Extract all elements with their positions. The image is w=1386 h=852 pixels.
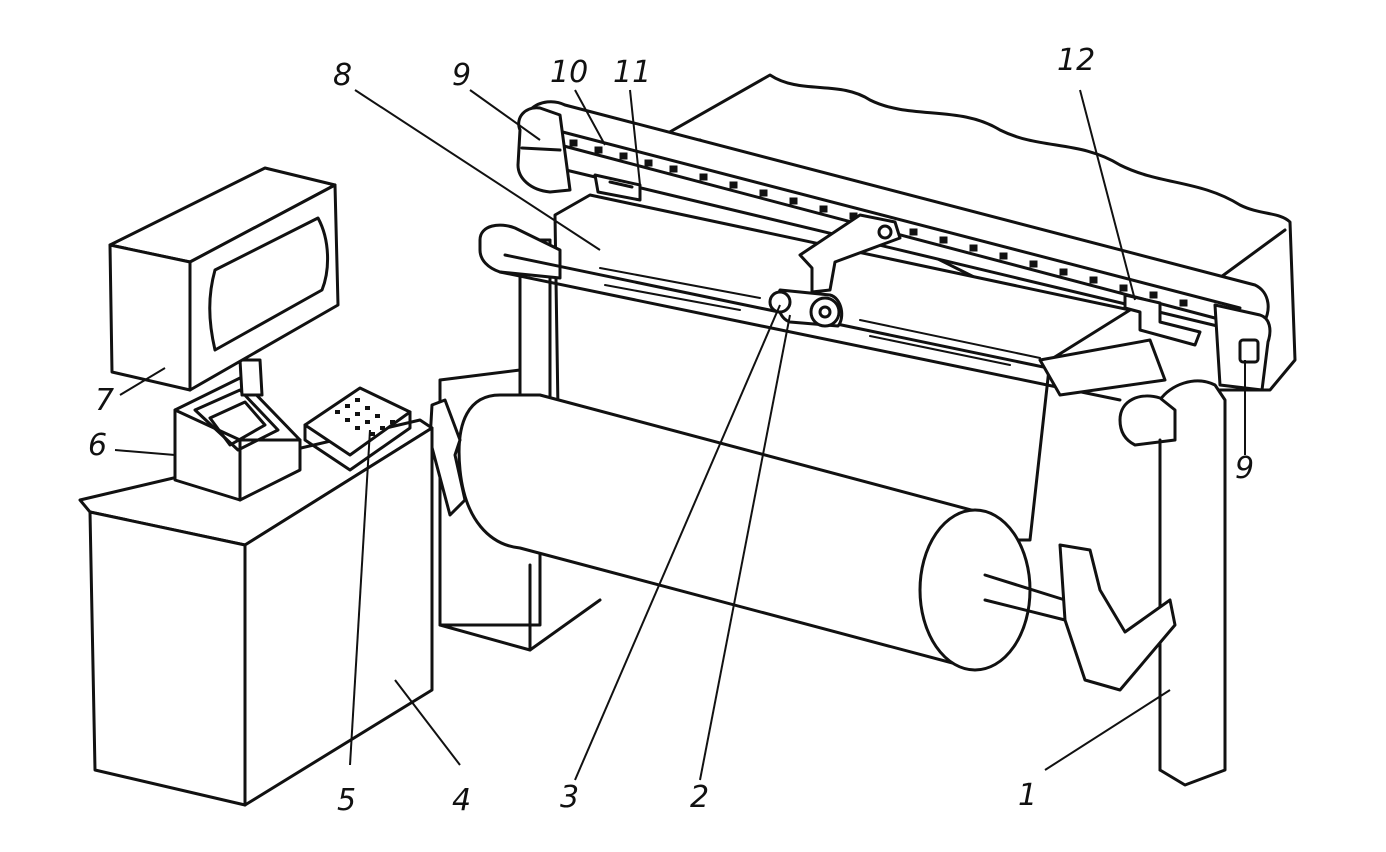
callout-6: 6 <box>88 428 107 463</box>
left-pulley <box>516 106 572 194</box>
drive-belt <box>569 139 1188 307</box>
callout-12: 12 <box>1057 43 1095 78</box>
right-stand <box>1038 338 1227 787</box>
left-sensor <box>593 173 642 202</box>
monitor <box>108 166 340 397</box>
callout-3: 3 <box>560 780 579 815</box>
callout-1: 1 <box>1018 778 1037 813</box>
callouts: 1 2 3 4 5 6 7 8 9 9 10 11 12 <box>88 43 1254 818</box>
right-sensor <box>1123 293 1202 347</box>
cutting-head <box>768 213 902 328</box>
printer <box>173 376 302 502</box>
callout-4: 4 <box>452 783 471 818</box>
callout-5: 5 <box>337 783 356 818</box>
keyboard <box>303 386 412 472</box>
callout-7: 7 <box>95 383 114 418</box>
callout-10: 10 <box>550 55 588 90</box>
leader-lines <box>114 89 1246 781</box>
callout-11: 11 <box>613 55 651 90</box>
callout-9-right: 9 <box>1235 451 1254 486</box>
fabric-roll <box>457 393 1177 692</box>
callout-9-left: 9 <box>452 58 471 93</box>
callout-8: 8 <box>333 58 352 93</box>
callout-2: 2 <box>690 780 709 815</box>
right-pulley <box>1213 303 1272 392</box>
